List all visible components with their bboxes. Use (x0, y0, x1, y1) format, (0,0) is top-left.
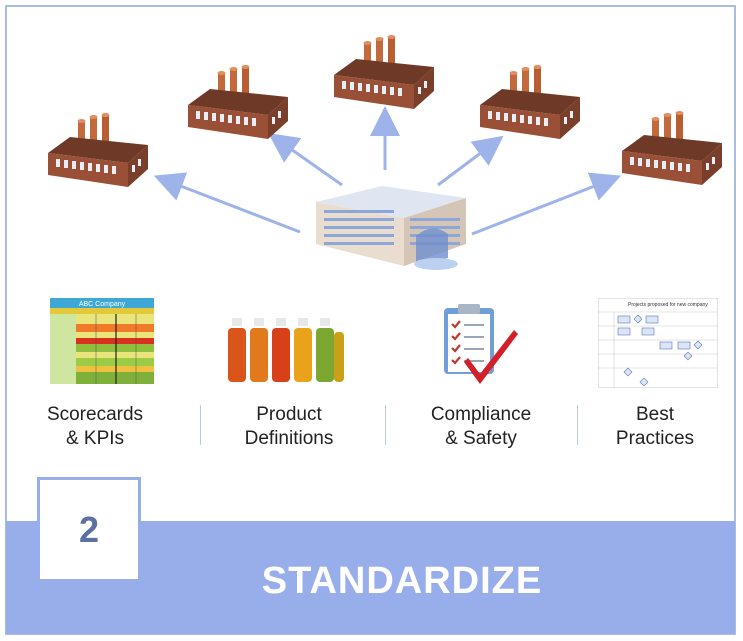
factory-icon (188, 65, 288, 139)
label-compliance-safety: Compliance & Safety (406, 403, 556, 451)
headquarters-building-icon (316, 186, 466, 270)
separator (385, 405, 386, 445)
factory-icon (480, 65, 580, 139)
product-bottles-icon (228, 318, 344, 382)
label-line: Product (256, 404, 322, 425)
outer-frame (5, 5, 736, 635)
factory-icon (622, 111, 722, 185)
flowchart-title: Projects proposed for new company (628, 302, 708, 308)
arrow-to-factory-2 (268, 133, 343, 187)
arrow-to-factory-1 (153, 172, 301, 234)
label-line: Compliance (430, 404, 532, 425)
factory-icon (334, 35, 434, 109)
label-line: Scorecards (46, 404, 144, 425)
step-title: STANDARDIZE (261, 560, 543, 602)
separator (577, 405, 578, 445)
label-scorecards: Scorecards & KPIs (20, 403, 170, 451)
separator (200, 405, 201, 445)
label-best-practices: Best Practices (590, 403, 720, 451)
compliance-clipboard-icon (444, 304, 518, 384)
arrow-to-factory-4 (437, 135, 504, 187)
label-line: Definitions (244, 428, 334, 449)
label-line: & KPIs (65, 428, 125, 449)
arrow-to-factory-5 (471, 172, 622, 236)
best-practices-flowchart-icon: Projects proposed for new company (598, 298, 718, 388)
label-line: & Safety (445, 428, 517, 449)
step-number-badge: 2 (37, 477, 141, 582)
label-product-definitions: Product Definitions (214, 403, 364, 451)
factory-icon (48, 113, 148, 187)
label-line: Best (635, 404, 675, 425)
scorecard-title: ABC Company (79, 301, 126, 308)
label-line: Practices (615, 428, 695, 449)
scorecard-icon: ABC Company (50, 298, 154, 384)
